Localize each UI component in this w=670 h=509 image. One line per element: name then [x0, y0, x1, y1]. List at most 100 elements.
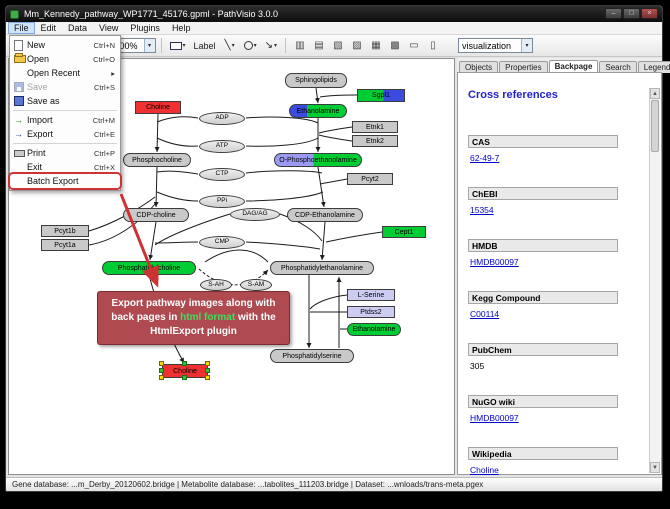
- pathway-node-o-phosphoethanolamine[interactable]: O-Phosphoethanolamine: [274, 153, 362, 167]
- selection-handle[interactable]: [159, 361, 164, 366]
- pathway-node-phosphatidylserine[interactable]: Phosphatidylserine: [270, 349, 354, 363]
- chevron-down-icon: ▾: [231, 43, 235, 49]
- crossref-link[interactable]: HMDB00097: [470, 413, 519, 423]
- sidebar-scrollbar[interactable]: ▲ ▼: [649, 88, 660, 473]
- pathway-node-atp[interactable]: ATP: [199, 140, 245, 153]
- pathway-node-ptdss2[interactable]: Ptdss2: [347, 306, 395, 318]
- align-center-vertical-button[interactable]: ▤: [314, 40, 324, 51]
- pathway-node-cdp-ethanolamine[interactable]: CDP-Ethanolamine: [287, 208, 363, 222]
- maximize-button[interactable]: □: [623, 8, 640, 19]
- pathway-node-cept1[interactable]: Cept1: [382, 226, 426, 238]
- scrollbar-thumb[interactable]: [651, 100, 659, 152]
- menubar-item-data[interactable]: Data: [68, 23, 88, 33]
- tab-backpage[interactable]: Backpage: [548, 60, 599, 72]
- pathway-edge: [154, 241, 199, 244]
- pathway-node-phosphatidylethanolamine[interactable]: Phosphatidylethanolamine: [270, 261, 374, 275]
- selection-handle[interactable]: [159, 368, 164, 373]
- pathway-edge: [319, 178, 348, 185]
- pathway-node-choline-top[interactable]: Choline: [135, 101, 181, 114]
- pathway-node-sgpl1[interactable]: Sgpl1: [357, 89, 405, 102]
- label-tool-button[interactable]: Label: [191, 37, 219, 55]
- crossref-link[interactable]: Choline: [470, 465, 499, 475]
- pathway-node-ethanolamine-top[interactable]: Ethanolamine: [289, 104, 347, 118]
- selection-handle[interactable]: [182, 375, 187, 380]
- crossref-link[interactable]: C00114: [470, 309, 500, 319]
- menubar-item-edit[interactable]: Edit: [40, 23, 57, 33]
- crossref-link[interactable]: 15354: [470, 205, 494, 215]
- pathway-node-phosphocholine[interactable]: Phosphocholine: [123, 153, 191, 167]
- menu-separator: [13, 143, 117, 144]
- selection-handle[interactable]: [205, 375, 210, 380]
- datanode-tool-button[interactable]: ▾: [167, 37, 189, 55]
- selection-handle[interactable]: [205, 361, 210, 366]
- pathway-node-ctp[interactable]: CTP: [199, 168, 245, 181]
- tab-properties[interactable]: Properties: [499, 61, 548, 73]
- pathway-node-adp[interactable]: ADP: [199, 112, 245, 125]
- menu-item-save-as[interactable]: Save as: [10, 94, 120, 108]
- align-right-button[interactable]: ▨: [352, 40, 362, 51]
- title-bar[interactable]: Mm_Kennedy_pathway_WP1771_45176.gpml - P…: [6, 6, 662, 22]
- tab-search[interactable]: Search: [599, 61, 637, 73]
- pathway-node-pcyt1a[interactable]: Pcyt1a: [41, 239, 89, 251]
- pathway-node-cdp-choline[interactable]: CDP-choline: [123, 208, 189, 222]
- pathway-node-s-ah[interactable]: S-AH: [200, 279, 232, 291]
- set-common-height-button[interactable]: ▯: [430, 40, 436, 51]
- menubar-item-view[interactable]: View: [99, 23, 119, 33]
- pathway-edge: [154, 113, 160, 153]
- pathway-node-pcyt2[interactable]: Pcyt2: [347, 173, 393, 185]
- close-button[interactable]: ×: [641, 8, 658, 19]
- app-window: Mm_Kennedy_pathway_WP1771_45176.gpml - P…: [5, 5, 670, 509]
- pathway-edge: [319, 94, 358, 98]
- crossref-source-name: HMDB: [468, 239, 618, 252]
- pathway-edge: [154, 213, 231, 246]
- connector-tool-button[interactable]: ↘ ▾: [262, 37, 280, 55]
- tab-objects[interactable]: Objects: [459, 61, 499, 73]
- scroll-up-icon[interactable]: ▲: [650, 88, 660, 99]
- pathway-node-cmp[interactable]: CMP: [199, 236, 245, 249]
- pathway-node-pcyt1b[interactable]: Pcyt1b: [41, 225, 89, 237]
- pathway-node-phosphatidylcholine[interactable]: Phosphatidylcholine: [102, 261, 196, 275]
- minimize-button[interactable]: –: [605, 8, 622, 19]
- pathway-node-ppi[interactable]: PPi: [199, 195, 245, 208]
- annotation-text: with the HtmlExport plugin: [150, 312, 276, 337]
- visualization-select[interactable]: visualization ▾: [458, 38, 533, 53]
- menu-item-label: Open Recent: [27, 68, 81, 78]
- selection-handle[interactable]: [159, 375, 164, 380]
- shape-tool-button[interactable]: ▾: [241, 37, 260, 55]
- align-bottom-button[interactable]: ▩: [390, 40, 400, 51]
- pathway-node-dag-ag[interactable]: DAG/AG: [230, 208, 280, 221]
- crossref-link[interactable]: 62-49-7: [470, 153, 500, 163]
- line-tool-button[interactable]: ╲ ▾: [221, 37, 239, 55]
- selection-handle[interactable]: [205, 368, 210, 373]
- pathway-node-sphingolipids[interactable]: Sphingolipids: [285, 73, 347, 88]
- pathway-node-ethanolamine-bottom[interactable]: Ethanolamine: [347, 323, 401, 336]
- selection-handle[interactable]: [182, 361, 187, 366]
- crossref-source-name: PubChem: [468, 343, 618, 356]
- pathway-node-etnk2[interactable]: Etnk2: [352, 135, 398, 147]
- pathway-edge: [245, 116, 319, 124]
- menubar-item-help[interactable]: Help: [171, 23, 191, 33]
- tab-legend[interactable]: Legend: [637, 61, 670, 73]
- set-common-width-button[interactable]: ▭: [409, 40, 419, 51]
- menubar-item-plugins[interactable]: Plugins: [130, 23, 160, 33]
- crossref-link[interactable]: HMDB00097: [470, 257, 519, 267]
- menu-item-label: Batch Export: [27, 176, 79, 186]
- menu-bar: File Edit Data View Plugins Help: [6, 22, 662, 35]
- align-center-horizontal-button[interactable]: ▥: [295, 40, 305, 51]
- align-left-button[interactable]: ▧: [333, 40, 343, 51]
- menubar-item-file[interactable]: File: [8, 22, 35, 34]
- menu-item-batch-export[interactable]: Batch Export: [10, 174, 120, 188]
- pathway-node-etnk1[interactable]: Etnk1: [352, 121, 398, 133]
- pathway-node-l-serine[interactable]: L-Serine: [347, 289, 395, 301]
- scroll-down-icon[interactable]: ▼: [650, 462, 660, 473]
- align-top-button[interactable]: ▦: [371, 40, 381, 51]
- pathway-node-s-am[interactable]: S-AM: [240, 279, 272, 291]
- menu-item-open-recent[interactable]: Open Recent▸: [10, 66, 120, 80]
